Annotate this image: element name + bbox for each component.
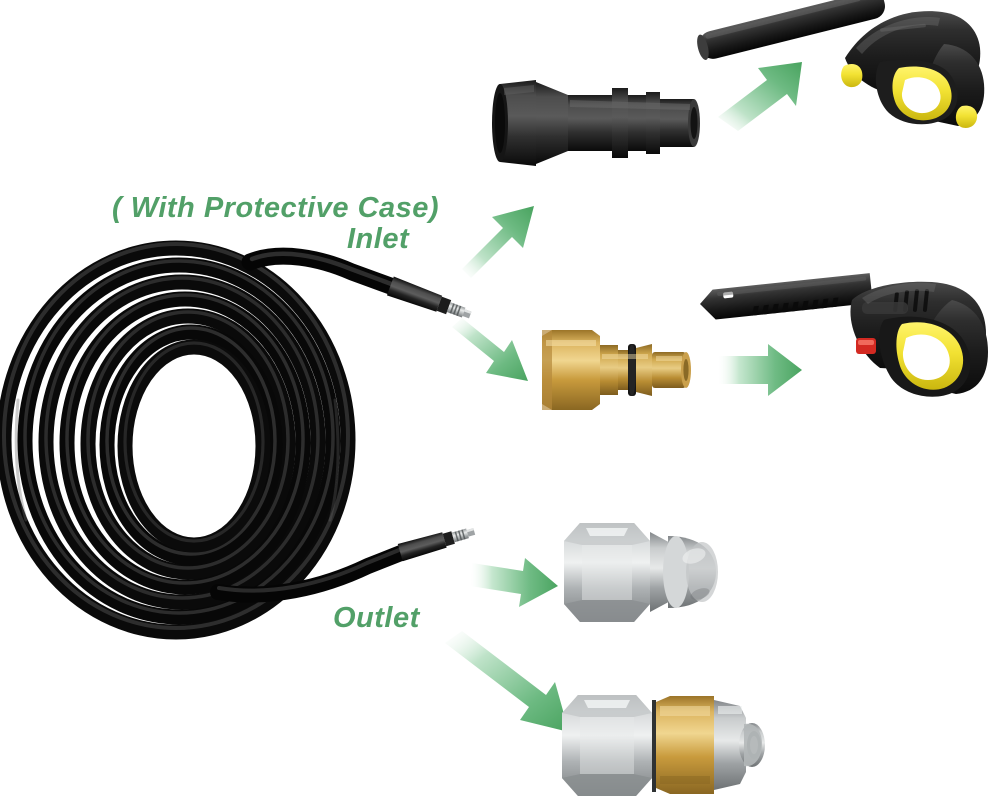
- button-nose-nozzle: [564, 523, 718, 622]
- arrow-outlet-to-rotating-nozzle: [445, 631, 569, 732]
- spray-gun-top: [697, 0, 985, 128]
- rotating-nozzle: [562, 695, 765, 796]
- arrow-brass-to-gun: [718, 344, 802, 396]
- label-with-protective-case: ( With Protective Case): [112, 192, 440, 224]
- label-outlet: Outlet: [333, 602, 420, 634]
- hose-coil: [0, 240, 414, 640]
- arrow-outlet-to-button-nozzle: [470, 558, 558, 607]
- brass-adapter: [542, 330, 691, 410]
- inlet-hose-end: [386, 276, 472, 319]
- spray-gun-bottom: [700, 273, 988, 397]
- arrow-inlet-to-brass: [452, 318, 528, 381]
- label-inlet: Inlet: [347, 223, 410, 255]
- outlet-hose-end: [397, 528, 476, 562]
- protective-case-adapter: [492, 80, 700, 166]
- arrow-inlet-to-case: [462, 206, 534, 278]
- arrow-case-to-gun: [718, 62, 802, 131]
